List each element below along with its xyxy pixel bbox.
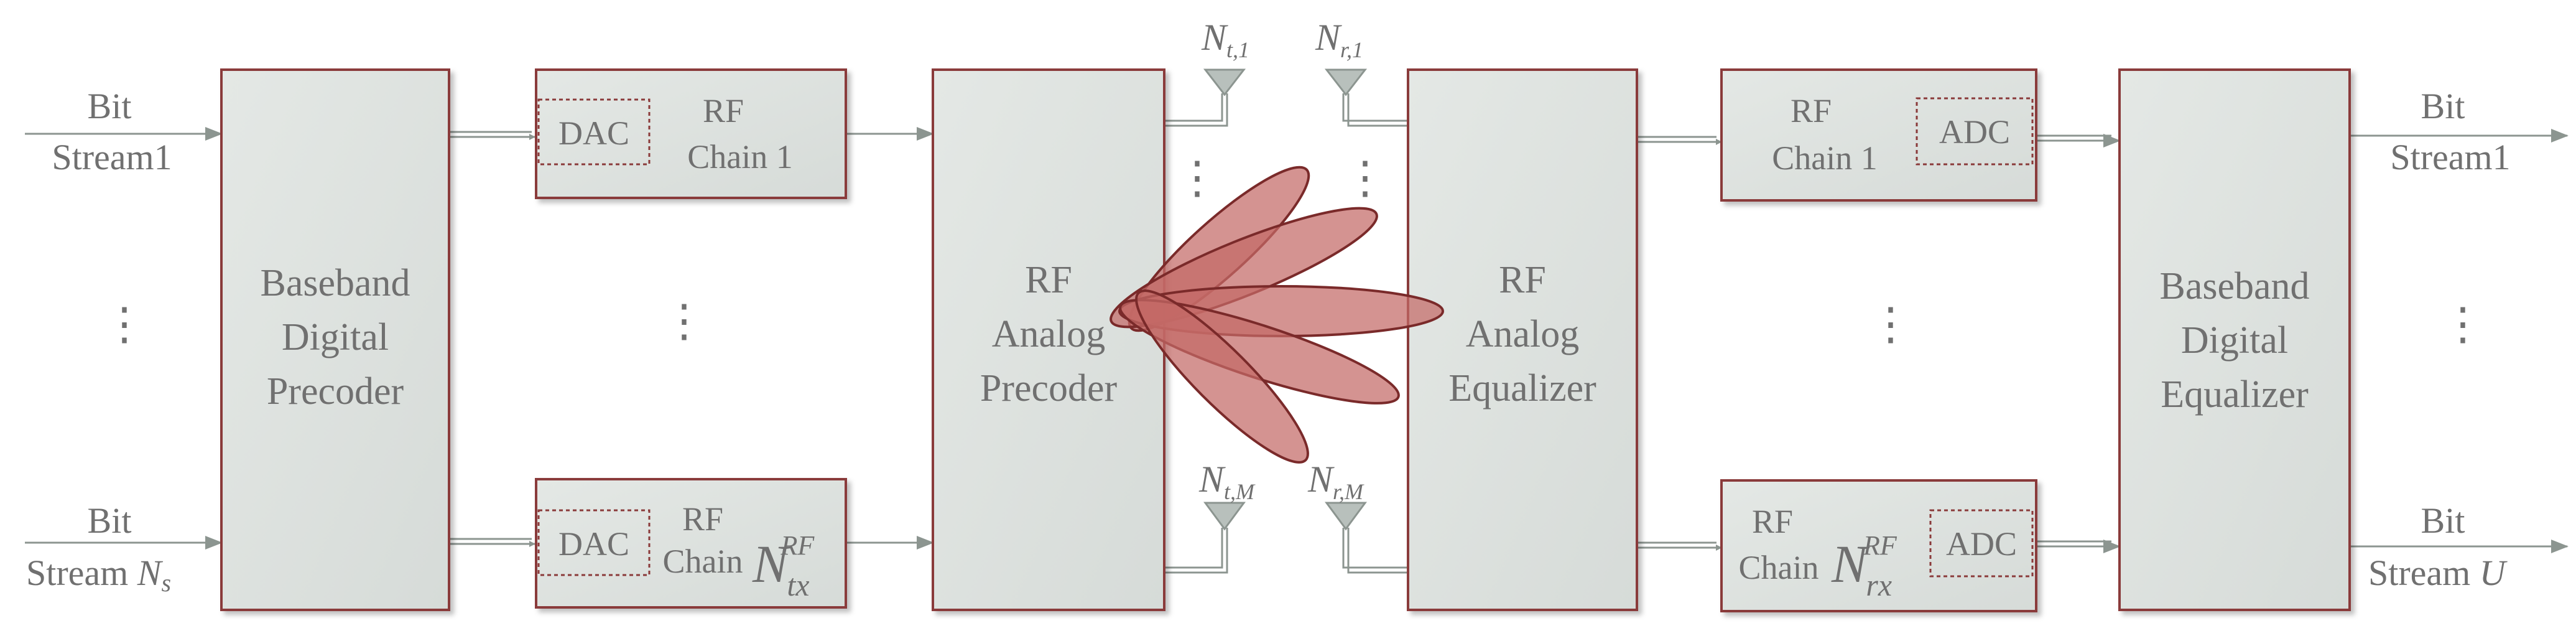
rf-chain-tx-top: DAC RF Chain 1 <box>535 68 847 199</box>
dac-box-top <box>537 98 651 166</box>
tx-antenna-feed-top <box>1164 93 1228 127</box>
output-dots: ⋮ <box>2440 299 2485 349</box>
bb-precoder-line2: Digital <box>282 316 389 358</box>
tx-antenna-bottom <box>1203 502 1246 531</box>
rf-chain-tx-bottom-line1: RF <box>682 500 723 538</box>
bb-precoder-line1: Baseband <box>260 262 410 304</box>
input-top-line1: Bit <box>88 86 132 126</box>
output-bottom-line2: Stream U <box>2368 553 2508 593</box>
eq-to-chain-top <box>1637 136 1722 145</box>
dac-box-bottom <box>537 509 651 576</box>
bb-equalizer-line1: Baseband <box>2159 265 2309 307</box>
tx-antenna-dots: ⋮ <box>1175 153 1220 203</box>
output-bottom-line1: Bit <box>2421 500 2465 541</box>
beam-lobe-5 <box>1135 289 1309 464</box>
analog-precoder-line2: Analog <box>992 313 1106 355</box>
rx-antenna-feed-bottom <box>1342 528 1407 574</box>
baseband-digital-precoder: Baseband Digital Precoder <box>220 68 450 611</box>
input-dots: ⋮ <box>102 299 147 349</box>
input-bottom-line1: Bit <box>88 500 132 541</box>
tx-antenna-top <box>1203 68 1246 96</box>
output-top-line1: Bit <box>2421 86 2465 126</box>
analog-precoder-line3: Precoder <box>980 367 1118 409</box>
rx-antenna-bottom-label: Nr,M <box>1307 459 1364 504</box>
rf-chain-rx-top: ADC RF Chain 1 <box>1720 68 2037 202</box>
rf-chain-tx-top-line1: RF <box>703 92 744 129</box>
rx-antenna-bottom <box>1325 502 1367 531</box>
chain-to-bb-bottom <box>2036 540 2121 553</box>
analog-equalizer-line2: Analog <box>1466 313 1580 355</box>
rx-antenna-top-label: Nr,1 <box>1315 17 1363 62</box>
adc-label-bottom: ADC <box>1946 525 2017 563</box>
bb-equalizer-line2: Digital <box>2181 319 2288 362</box>
tx-antenna-top-label: Nt,1 <box>1201 17 1249 62</box>
chain-to-bb-top <box>2036 134 2121 147</box>
adc-box-top <box>1916 97 2034 166</box>
connections <box>25 93 2569 574</box>
rf-chain-rx-top-line2: Chain 1 <box>1772 139 1878 177</box>
bb-precoder-line3: Precoder <box>267 370 404 413</box>
rx-antenna-dots: ⋮ <box>1343 153 1388 203</box>
rf-analog-equalizer: RF Analog Equalizer <box>1407 68 1638 611</box>
rf-chain-tx-top-line2: Chain 1 <box>687 138 793 175</box>
rf-chain-rx-bottom: ADC RF Chain NrxRF <box>1720 479 2037 612</box>
bb-to-chain-bottom <box>449 538 535 547</box>
bb-to-chain-top <box>449 131 535 140</box>
rf-chain-rx-bottom-line1: RF <box>1752 503 1793 540</box>
n-tx-rf-symbol: NtxRF <box>752 530 815 602</box>
rx-chain-dots: ⋮ <box>1868 299 1913 349</box>
output-top-line2: Stream1 <box>2390 137 2510 177</box>
analog-precoder-line1: RF <box>1025 259 1072 301</box>
dac-label-top: DAC <box>558 115 629 152</box>
rf-chain-rx-bottom-line2: Chain <box>1739 549 1819 586</box>
adc-box-bottom <box>1929 509 2034 578</box>
n-rx-rf-symbol: NrxRF <box>1831 530 1897 602</box>
tx-chain-dots: ⋮ <box>662 296 707 346</box>
rx-antenna-feed-top <box>1342 93 1407 127</box>
rx-antenna-top <box>1324 68 1368 96</box>
beam-pattern <box>1110 166 1444 464</box>
tx-antenna-bottom-label: Nt,M <box>1198 459 1256 504</box>
input-top-line2: Stream1 <box>52 137 172 177</box>
rf-analog-precoder: RF Analog Precoder <box>932 68 1165 611</box>
rf-chain-rx-top-line1: RF <box>1791 92 1832 129</box>
rf-chain-tx-bottom-line2: Chain <box>663 543 743 580</box>
eq-to-chain-bottom <box>1637 541 1722 551</box>
analog-equalizer-line3: Equalizer <box>1448 367 1596 409</box>
input-bottom-line2: Stream Ns <box>26 553 171 597</box>
adc-label-top: ADC <box>1939 113 2010 151</box>
rf-chain-tx-bottom: DAC RF Chain NtxRF <box>535 478 847 609</box>
baseband-digital-equalizer: Baseband Digital Equalizer <box>2118 68 2351 611</box>
bb-equalizer-line3: Equalizer <box>2161 373 2309 416</box>
tx-antenna-feed-bottom <box>1164 528 1228 574</box>
analog-equalizer-line1: RF <box>1499 259 1546 301</box>
dac-label-bottom: DAC <box>558 525 629 563</box>
